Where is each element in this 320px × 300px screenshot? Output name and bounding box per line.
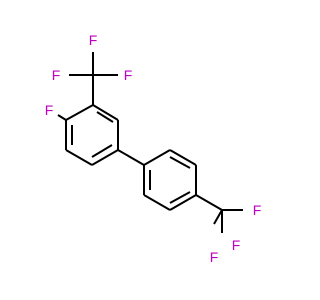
molecule-canvas: F F F F F F F [45, 32, 262, 265]
bond-ring1-d [65, 149, 93, 166]
bond-layer [57, 52, 243, 233]
fluorine-label-cf3-top-up: F [89, 32, 98, 48]
structure-diagram: F F F F F F F [45, 32, 262, 265]
bond-ring1-double-1 [96, 111, 114, 123]
fluorine-label-cf3-bottom-diag: F [210, 249, 219, 265]
fluorine-label-cf3-top-right: F [124, 67, 133, 83]
fluorine-label-ring1: F [45, 102, 54, 118]
bond-ring2-a [143, 149, 171, 166]
fluorine-label-cf3-bottom-right: F [253, 202, 262, 218]
bond-ring2-b [169, 149, 197, 166]
fluorine-label-cf3-top-left: F [52, 67, 61, 83]
atom-label-layer: F F F F F F F [45, 32, 262, 265]
bond-cf3-bottom-f-diag [213, 209, 223, 225]
bond-ring2-to-cf3-bottom [195, 194, 223, 211]
fluorine-label-cf3-bottom-down: F [232, 237, 241, 253]
bond-ring2-e [143, 194, 171, 211]
bond-ring1-f [65, 104, 94, 121]
bond-ring2-double-2 [169, 191, 191, 204]
bond-ring1-c [91, 149, 119, 166]
bond-ring1-double-2 [91, 144, 113, 158]
bond-ring1-to-f [57, 114, 67, 121]
bond-ring2-d [169, 194, 197, 211]
bond-ring2-double-1 [169, 156, 191, 169]
bond-biaryl [117, 149, 145, 166]
bond-ring1-a [92, 104, 119, 121]
